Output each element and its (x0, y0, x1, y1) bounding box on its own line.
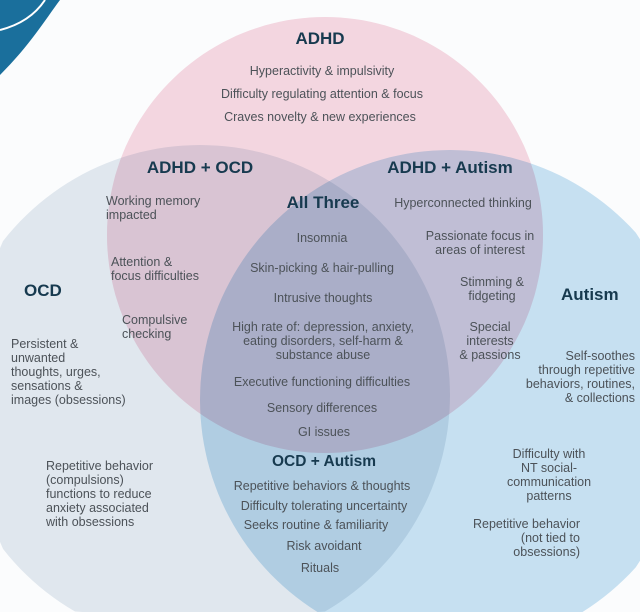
adhd-item: Craves novelty & new experiences (224, 110, 416, 124)
adhd-item: Hyperactivity & impulsivity (249, 64, 395, 78)
all-three-item: GI issues (297, 425, 351, 439)
all-three-item: Intrusive thoughts (273, 291, 373, 305)
autism-item: Repetitive behavior (not tied to obsessi… (472, 517, 580, 559)
ocd-autism-item: Difficulty tolerating uncertainty (240, 499, 408, 513)
all-three-item: Executive functioning difficulties (233, 375, 411, 389)
adhd-item: Difficulty regulating attention & focus (221, 87, 423, 101)
all-three-item: Sensory differences (266, 401, 378, 415)
ocd-autism-item: Repetitive behaviors & thoughts (233, 479, 411, 493)
all-three-item: Skin-picking & hair-pulling (250, 261, 394, 275)
ocd-autism-item: Rituals (300, 561, 340, 575)
ocd-item: Repetitive behavior (compulsions) functi… (46, 459, 154, 529)
all-three-item: High rate of: depression, anxiety, eatin… (232, 320, 414, 362)
adhd-autism-item: Stimming & fidgeting (460, 275, 524, 303)
adhd-circle (107, 17, 543, 453)
all-three-item: Insomnia (296, 231, 348, 245)
autism-item: Difficulty with NT social- communication… (506, 447, 592, 503)
ocd-autism-item: Risk avoidant (286, 539, 362, 553)
corner-wave-decoration (0, 0, 60, 75)
adhd-ocd-item: Working memory impacted (106, 194, 201, 222)
adhd-autism-item: Passionate focus in areas of interest (425, 229, 535, 257)
adhd-ocd-item: Compulsive checking (122, 313, 188, 341)
adhd-autism-title: ADHD + Autism (387, 158, 513, 177)
ocd-item: Persistent & unwanted thoughts, urges, s… (11, 337, 126, 407)
ocd-autism-item: Seeks routine & familiarity (243, 518, 389, 532)
autism-title: Autism (561, 285, 619, 304)
adhd-ocd-item: Attention & focus difficulties (111, 255, 200, 283)
ocd-title: OCD (24, 281, 62, 300)
corner-wave-line (0, 0, 46, 31)
ocd-autism-title: OCD + Autism (271, 453, 377, 470)
adhd-autism-item: Special interests & passions (459, 320, 521, 362)
adhd-ocd-title: ADHD + OCD (146, 158, 254, 177)
autism-item: Self-soothes through repetitive behavior… (525, 349, 635, 405)
adhd-autism-item: Hyperconnected thinking (394, 196, 532, 210)
all-three-title: All Three (286, 193, 360, 212)
adhd-title: ADHD (295, 29, 345, 48)
